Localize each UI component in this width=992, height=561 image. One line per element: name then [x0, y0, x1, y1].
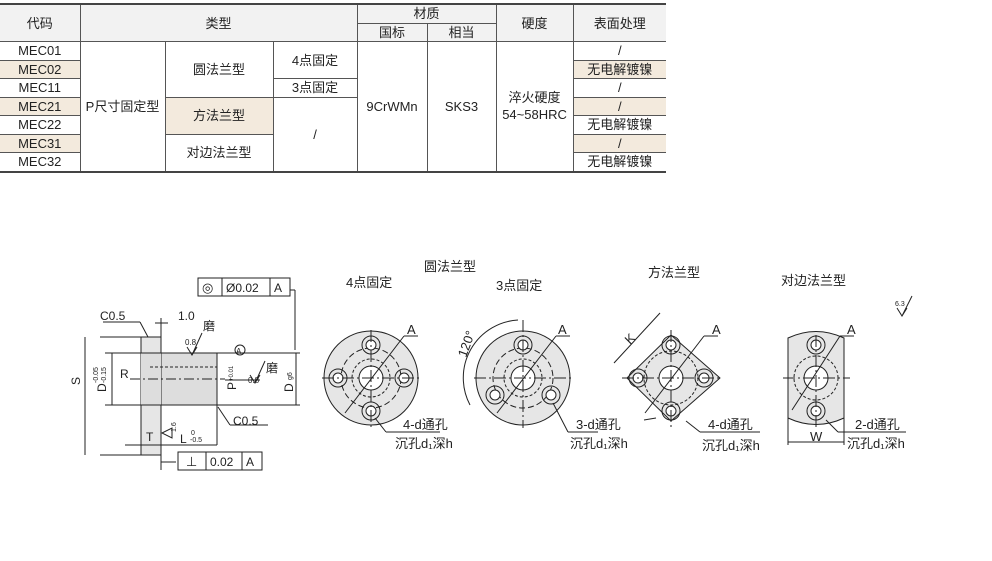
side-view	[84, 277, 300, 471]
hardness-line2: 54~58HRC	[502, 107, 567, 123]
dim-L: L	[180, 432, 187, 446]
code-cell: MEC22	[0, 115, 81, 135]
grind-label: 磨	[203, 319, 215, 333]
round-flange-4	[322, 330, 440, 433]
dim-Dg6: D	[282, 383, 296, 392]
dim-D: D	[95, 383, 109, 392]
subtype-none: /	[272, 96, 358, 172]
roughness-label: 1.6	[171, 422, 178, 432]
flat-flange-title: 对边法兰型	[781, 273, 846, 288]
table-row: MEC32 无电解镀镍	[0, 152, 667, 172]
counterbore-spec: 沉孔d₁深h	[847, 436, 905, 451]
tol-g6: g6	[287, 372, 294, 380]
concentricity-value: Ø0.02	[226, 281, 259, 295]
code-cell: MEC21	[0, 96, 81, 116]
hole-spec: 4-d通孔	[708, 417, 753, 432]
tol-lo: -0.5	[190, 437, 202, 444]
code-cell: MEC02	[0, 59, 81, 79]
concentricity-icon: ◎	[202, 280, 213, 295]
table-row: MEC21 方法兰型 / /	[0, 96, 667, 172]
table-row: MEC22 无电解镀镍	[0, 115, 667, 135]
datum-label: A	[407, 322, 416, 337]
datum-label: A	[274, 281, 282, 295]
hole-spec: 2-d通孔	[855, 417, 900, 432]
dim-W: W	[810, 429, 823, 444]
chamfer-label: C0.5	[233, 414, 259, 428]
chamfer-label: C0.5	[100, 309, 126, 323]
round-flange-title: 圆法兰型	[424, 259, 476, 274]
hole-spec: 4-d通孔	[403, 417, 448, 432]
subtype-four: 4点固定	[272, 41, 358, 79]
surface-cell: /	[572, 133, 667, 153]
perpendicularity-value: 0.02	[210, 455, 234, 469]
tol-up: 0	[191, 430, 195, 437]
material-eq: SKS3	[426, 41, 497, 172]
datum-label: A	[847, 322, 856, 337]
type-flat: 对边法兰型	[164, 133, 274, 172]
code-cell: MEC31	[0, 133, 81, 153]
table-row: MEC31 对边法兰型 /	[0, 133, 667, 172]
three-point-label: 3点固定	[496, 278, 542, 293]
datum-label: A	[246, 455, 254, 469]
table-row: MEC02 无电解镀镍	[0, 59, 667, 79]
surface-cell: 无电解镀镍	[572, 115, 667, 135]
tol-up: +0.01	[229, 365, 235, 381]
table-row: MEC11 3点固定 /	[0, 78, 667, 98]
tol-lo: -0.15	[101, 367, 108, 383]
dim-1-0: 1.0	[178, 309, 195, 323]
hardness-line1: 淬火硬度	[508, 90, 561, 106]
type-square: 方法兰型	[164, 96, 274, 135]
counterbore-spec: 沉孔d₁深h	[702, 438, 760, 453]
subtype-three: 3点固定	[272, 78, 358, 98]
header-hardness: 硬度	[495, 3, 574, 42]
grind-label: 磨	[266, 361, 278, 375]
surface-cell: 无电解镀镍	[572, 59, 667, 79]
datum-label: A	[712, 322, 721, 337]
dim-R: R	[120, 367, 129, 381]
surface-cell: 无电解镀镍	[572, 152, 667, 172]
four-point-label: 4点固定	[346, 275, 392, 290]
dim-T: T	[146, 430, 154, 444]
dim-S: S	[69, 377, 83, 385]
square-flange-title: 方法兰型	[648, 265, 700, 280]
code-cell: MEC01	[0, 41, 81, 61]
flat-flange	[783, 295, 913, 445]
header-surface: 表面处理	[572, 3, 667, 42]
square-flange	[613, 312, 760, 433]
counterbore-spec: 沉孔d₁深h	[395, 436, 453, 451]
round-flange-3	[462, 319, 598, 433]
counterbore-spec: 沉孔d₁深h	[570, 436, 628, 451]
datum-circle-label: A	[236, 347, 242, 356]
code-cell: MEC32	[0, 152, 81, 172]
hole-spec: 3-d通孔	[576, 417, 621, 432]
roughness-label: 0.8	[248, 376, 260, 385]
roughness-label: 0.8	[185, 338, 197, 347]
spec-table: 代码 类型 材质 硬度 表面处理 国标 相当 MEC01 P尺寸固定型 圆法兰型…	[0, 3, 667, 173]
material-gb: 9CrWMn	[356, 41, 428, 172]
header-material: 材质	[356, 3, 497, 24]
header-type: 类型	[79, 3, 358, 42]
header-code: 代码	[0, 3, 81, 42]
datum-label: A	[558, 322, 567, 337]
perpendicularity-icon: ⊥	[186, 454, 197, 469]
roughness-label: 6.3	[895, 301, 905, 308]
tol-up: -0.05	[93, 367, 100, 383]
dim-P: P	[225, 382, 239, 390]
type-round: 圆法兰型	[164, 41, 274, 98]
group-cell: P尺寸固定型	[79, 41, 166, 172]
